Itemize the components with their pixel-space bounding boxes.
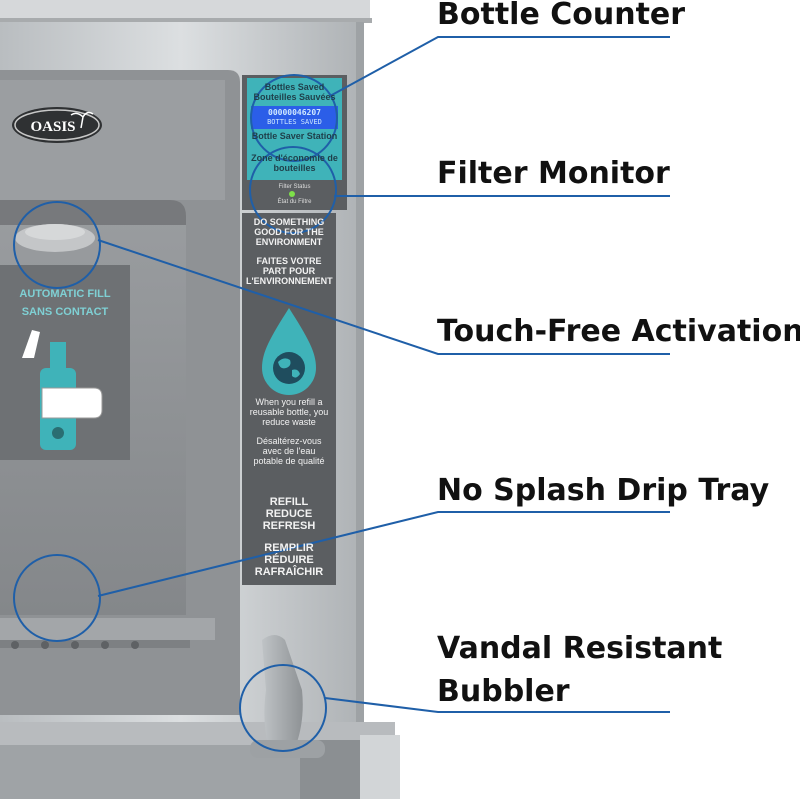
basin-inner — [0, 745, 300, 799]
slogan-fr-3: RAFRAÎCHIR — [254, 566, 324, 578]
filter-status-fr: État du Filtre — [277, 199, 312, 205]
callout-label-filter-monitor: Filter Monitor — [437, 156, 670, 191]
eco-message-fr: FAITES VOTRE PART POUR L'ENVIRONNEMENT — [246, 256, 333, 286]
slogan-en-1: REFILL — [269, 496, 309, 508]
callout-circle-bottle-counter — [250, 74, 338, 162]
slogan-en-3: REFRESH — [262, 520, 316, 532]
drip-tray-front — [0, 640, 190, 648]
slogan-fr-1: REMPLIR — [264, 542, 314, 554]
slogan-en-2: REDUCE — [265, 508, 313, 520]
counter-value: 00000046207 — [268, 108, 321, 117]
counter-title-en: Bottles Saved — [264, 82, 325, 92]
slogan-fr-2: RÉDUIRE — [264, 554, 314, 566]
oasis-logo-badge — [12, 107, 102, 143]
oasis-logo-text: OASIS — [30, 119, 75, 135]
drip-tray-slots — [11, 641, 139, 649]
station-title-fr: Zone d'économie de bouteilles — [251, 153, 338, 173]
callout-label-bottle-counter: Bottle Counter — [437, 0, 686, 32]
refill-message-en: When you refill a reusable bottle, you r… — [249, 397, 329, 427]
callout-label-bubbler-line2: Bubbler — [437, 674, 570, 709]
bottle-neck — [50, 342, 66, 370]
callout-circle-filter-monitor — [249, 146, 337, 234]
leader-line-drip-tray — [97, 511, 670, 597]
drip-tray — [0, 618, 215, 640]
unit-top-cap — [0, 0, 370, 22]
drip-slot — [71, 641, 79, 649]
sensor-dome-top — [25, 224, 85, 240]
fill-label-line1: AUTOMATIC FILL — [19, 288, 111, 300]
globe-continents — [278, 358, 300, 378]
callout-circle-drip-tray — [13, 554, 101, 642]
callout-label-bubbler-line1: Vandal Resistant — [437, 631, 723, 666]
drip-slot — [131, 641, 139, 649]
callout-circle-touch-free — [13, 201, 101, 289]
drip-slot — [11, 641, 19, 649]
palm-tree-icon — [70, 111, 94, 129]
refill-message-fr: Désaltérez-vous avec de l'eau potable de… — [253, 436, 325, 466]
drip-slot — [101, 641, 109, 649]
fill-label-line2: SANS CONTACT — [21, 306, 109, 318]
callout-label-touch-free: Touch-Free Activation — [437, 314, 800, 349]
body-right-edge — [356, 22, 364, 722]
station-title-en: Bottle Saver Station — [251, 131, 338, 141]
bottle-button — [52, 427, 64, 439]
bubbler-spout — [262, 635, 303, 745]
eco-message-en: DO SOMETHING GOOD FOR THE ENVIRONMENT — [253, 217, 325, 247]
leader-line-bottle-counter — [329, 36, 670, 97]
counter-title-fr: Bouteilles Sauvées — [253, 92, 336, 102]
callout-circle-bubbler — [239, 664, 327, 752]
nozzle-icon — [22, 330, 40, 358]
callout-label-drip-tray: No Splash Drip Tray — [437, 473, 770, 508]
filter-status-en: Filter Status — [278, 184, 311, 190]
counter-value-label: BOTTLES SAVED — [267, 118, 322, 126]
bubbler-base — [250, 740, 325, 758]
basin-edge — [360, 735, 400, 799]
globe-icon — [273, 352, 305, 384]
side-info-panel — [242, 213, 336, 585]
unit-top-edge — [0, 18, 372, 23]
oasis-logo-ring — [14, 109, 100, 141]
leader-line-touch-free — [97, 239, 670, 355]
drip-slot — [41, 641, 49, 649]
hand-icon — [41, 387, 103, 419]
leader-line-bubbler — [324, 697, 670, 713]
filter-status-led — [289, 191, 295, 197]
recess-inner-shadow — [0, 200, 186, 225]
counter-display — [251, 106, 338, 129]
